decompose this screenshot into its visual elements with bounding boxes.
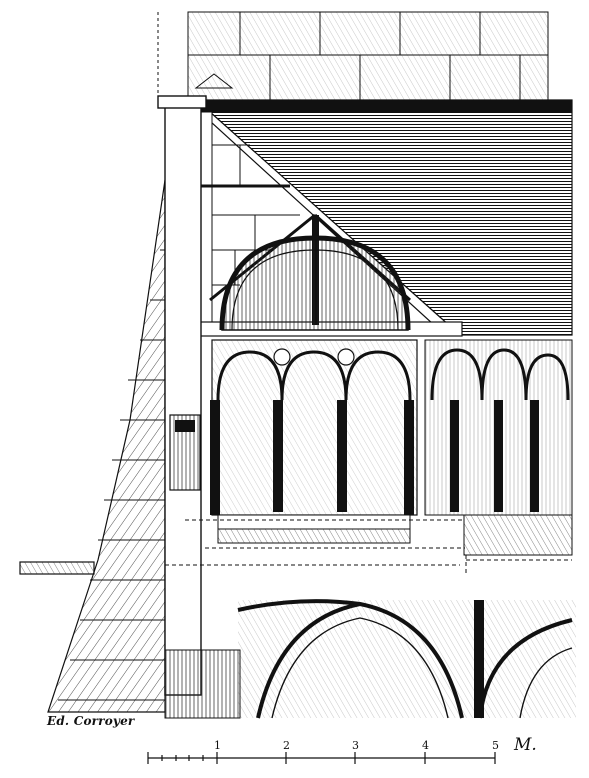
- drain-block: [169, 414, 201, 491]
- buttress-wall: [47, 179, 166, 713]
- left-arcade: [210, 339, 418, 544]
- artist-signature: Ed. Corroyer: [47, 714, 135, 728]
- scale-label-1: 1: [214, 739, 221, 752]
- scale-label-2: 2: [283, 739, 290, 752]
- right-arcade: [424, 339, 573, 575]
- construction-lines: [165, 519, 465, 566]
- roof-section: [198, 99, 573, 336]
- lower-vault: [164, 599, 576, 719]
- pilaster: [157, 12, 207, 696]
- scale-label-4: 4: [422, 739, 429, 752]
- scale-unit-label: M.: [514, 735, 537, 755]
- scale-label-5: 5: [492, 739, 499, 752]
- barrel-vault: [219, 235, 411, 331]
- corbel-ledge: [19, 561, 95, 575]
- scale-label-3: 3: [352, 739, 359, 752]
- upper-masonry-wall: [187, 11, 549, 101]
- ashlar-infill: [212, 144, 300, 286]
- scale-bar: [147, 752, 496, 764]
